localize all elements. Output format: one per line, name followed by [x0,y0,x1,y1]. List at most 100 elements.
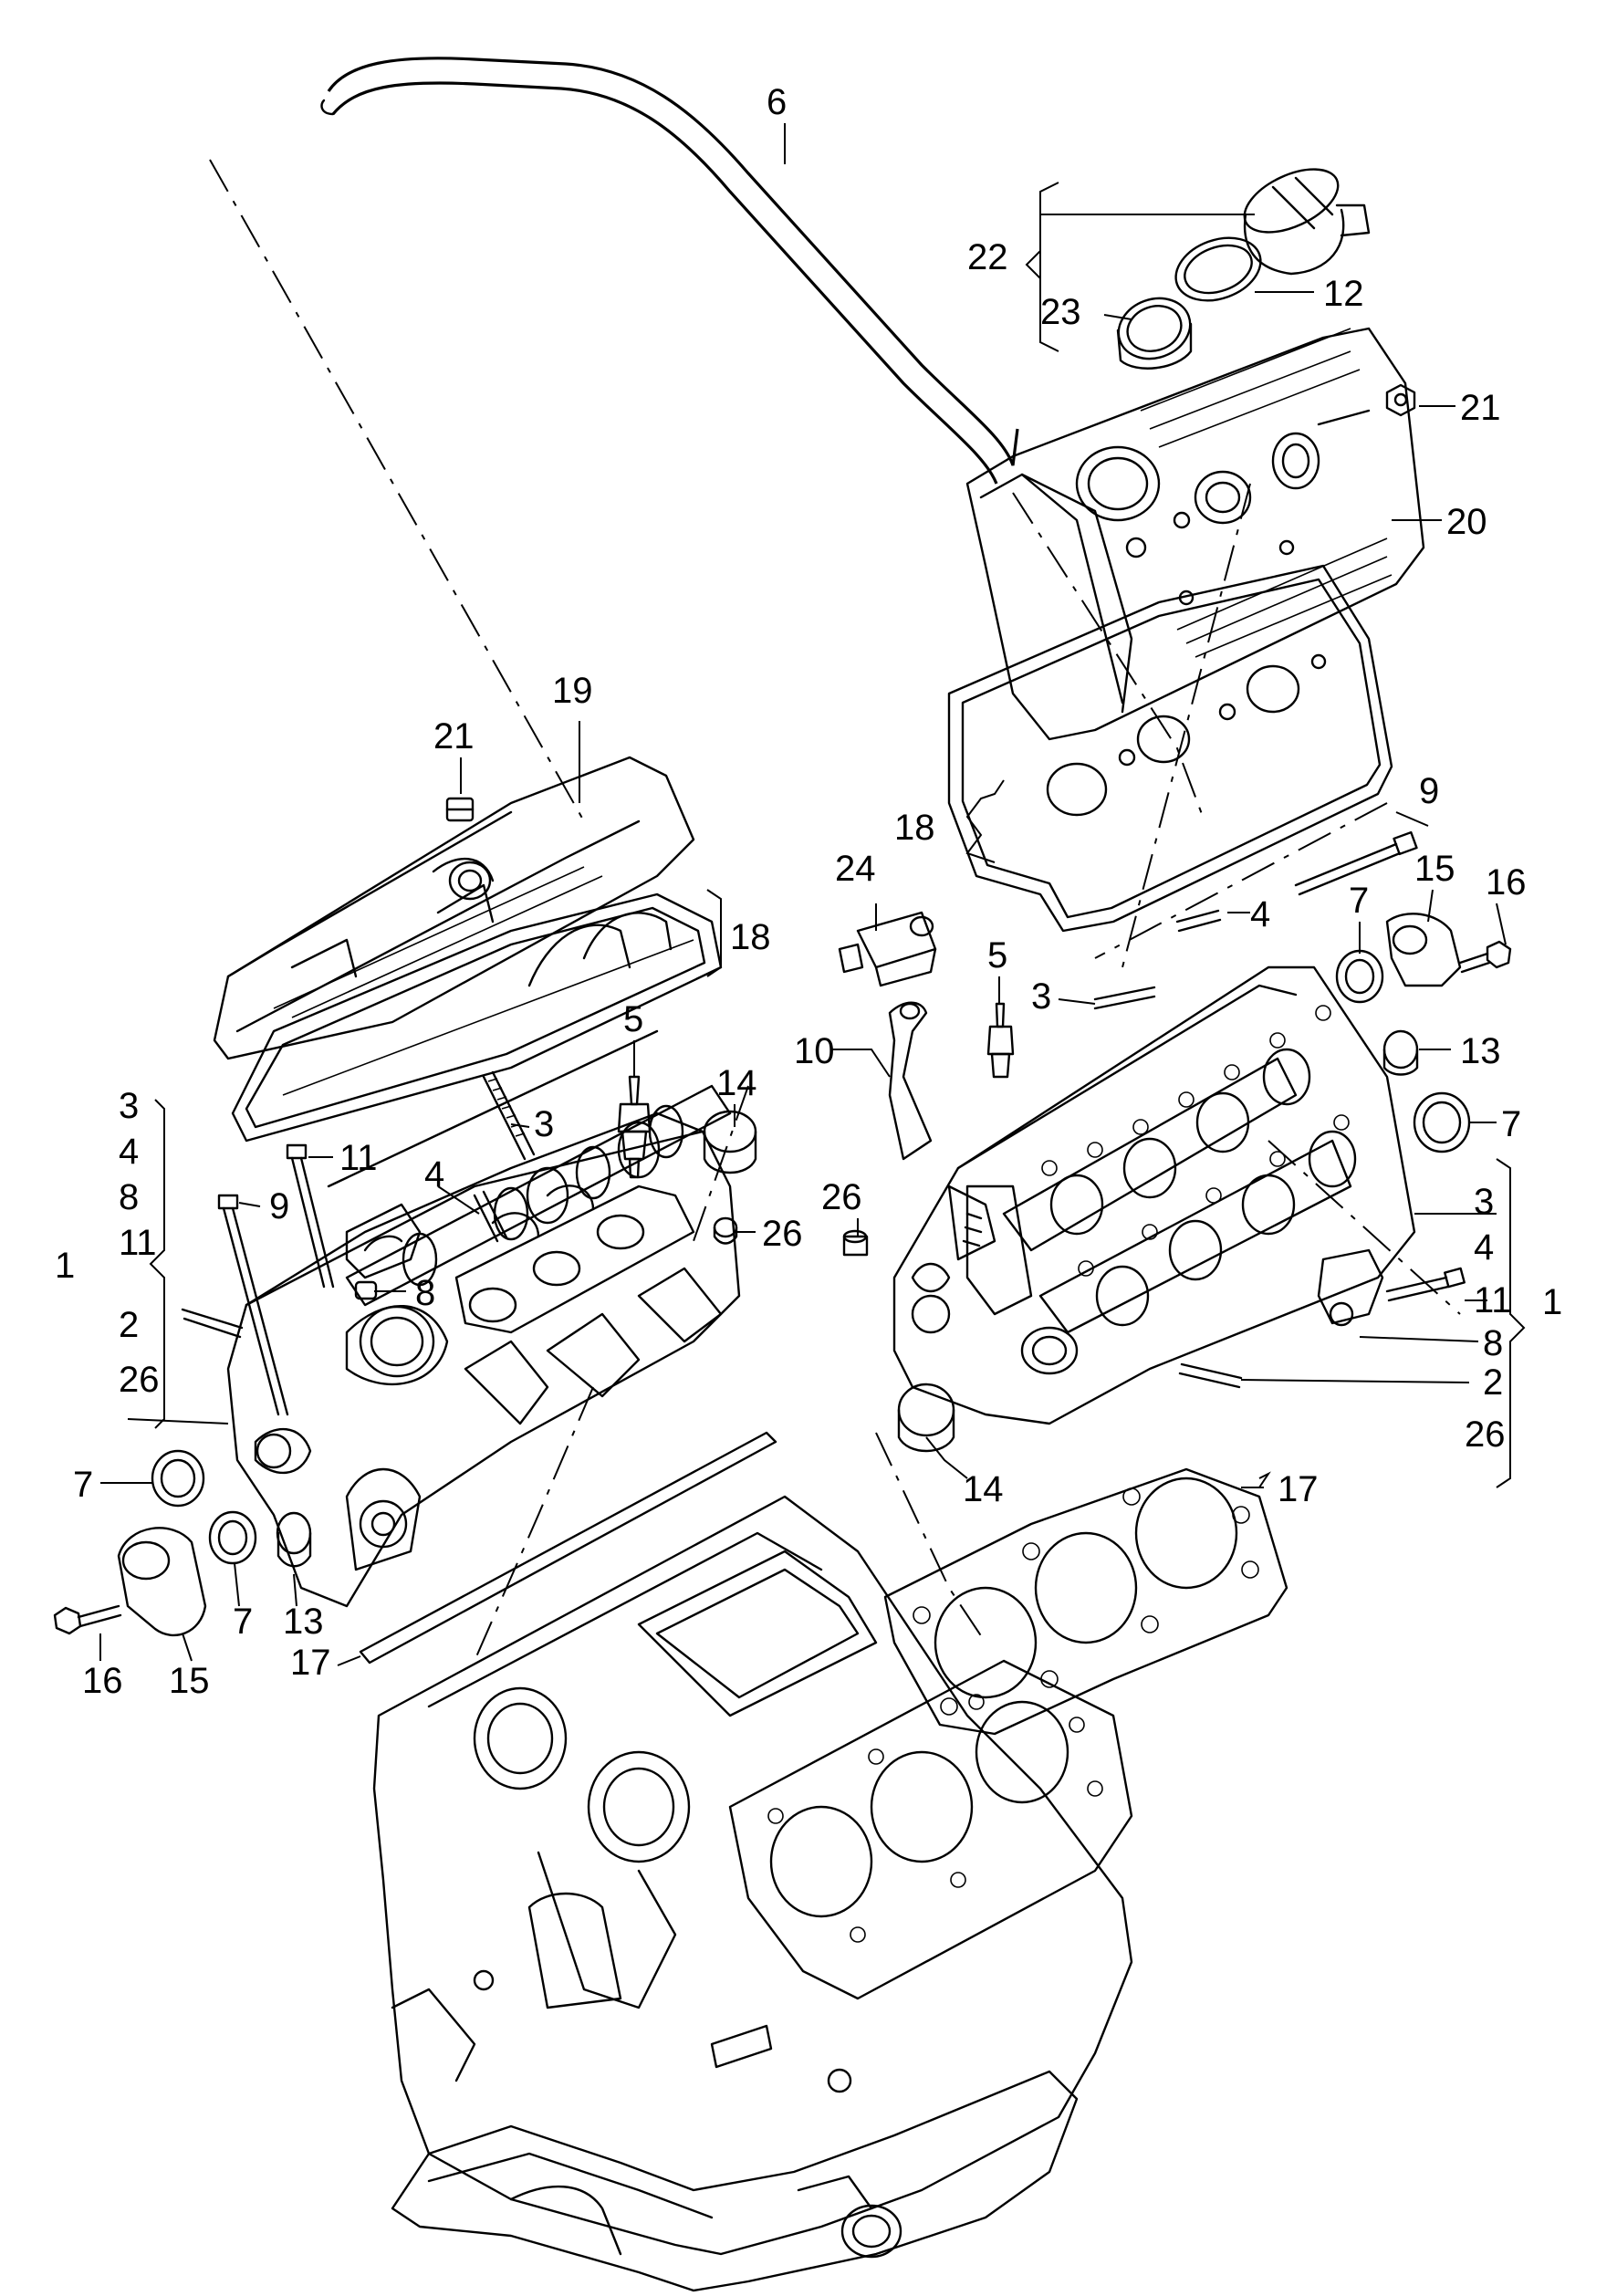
callout-11-right: 11 [1474,1280,1512,1320]
assembly-centre-lines [209,159,1461,1662]
callout-group-left-26: 26 [119,1360,160,1400]
callout-7-right-top: 7 [1349,881,1369,921]
callout-16-left: 16 [82,1661,123,1701]
oil-pan [391,2070,1079,2292]
bolt-16-left [53,1604,122,1635]
bush-26-right [842,1229,869,1257]
stud-3-right [1093,986,1156,1010]
callout-15-left: 15 [169,1661,210,1701]
callout-19: 19 [552,671,593,711]
head-gasket-17-right [883,1467,1288,1736]
callout-group-left-4: 4 [119,1132,139,1172]
callout-2-left: 2 [119,1305,139,1345]
callout-24: 24 [835,849,876,889]
left-cylinder-head-cover [213,756,695,1060]
bolt-11-right [1385,1267,1466,1302]
callout-group-left-11: 11 [119,1223,157,1263]
callout-17-left: 17 [290,1643,331,1683]
cam-bearing-cap-right [1317,1248,1384,1327]
cam-bearing-cap-left [345,1203,422,1279]
seal-7-left-lower [208,1510,257,1565]
head-gasket-17-left [359,1431,777,1665]
callout-15-right: 15 [1414,849,1455,889]
callout-8-left: 8 [415,1273,435,1313]
callout-9-right: 9 [1419,771,1439,811]
callout-group-right-4: 4 [1474,1227,1494,1268]
callout-14-right: 14 [963,1469,1004,1509]
seal-7-right-low [1413,1091,1471,1153]
bush-26-left [713,1216,738,1245]
callout-group-left-3: 3 [119,1086,139,1126]
callout-21-left: 21 [433,716,475,757]
callout-14-left: 14 [716,1063,757,1103]
filler-seal-ring-12 [1174,236,1262,302]
callout-20: 20 [1446,502,1487,542]
spark-plug-left [617,1075,652,1179]
seal-7-right-top [1335,949,1384,1004]
plug-13-left [276,1511,312,1568]
callout-labels: 6 22 12 23 21 20 19 21 18 9 24 15 16 7 4… [55,82,1562,1701]
callout-21-right: 21 [1460,388,1501,428]
stud-2-right [1178,1362,1243,1389]
leader-lines [99,123,1526,1666]
callout-8-right: 8 [1483,1323,1503,1363]
callout-7-left: 7 [73,1465,93,1505]
bolt-9-left [217,1194,289,1416]
callout-16-right: 16 [1486,862,1527,903]
oil-filler-cap [1243,168,1371,276]
callout-3-right: 3 [1031,976,1051,1017]
bolt-16-right [1458,940,1512,974]
callout-17-right: 17 [1278,1469,1319,1509]
cover-nut-21-left [445,797,475,822]
callout-group-left-1: 1 [55,1246,75,1286]
right-head-valve-springs [1041,1005,1350,1277]
callout-group-left-8: 8 [119,1177,139,1217]
callout-group-right-1: 1 [1542,1282,1562,1322]
callout-6: 6 [767,82,787,122]
callout-11-left: 11 [339,1138,378,1178]
callout-18-right: 18 [894,808,935,848]
callout-4-left: 4 [424,1154,444,1195]
callout-9-left: 9 [269,1186,289,1226]
cover-nut-21-right [1385,383,1416,417]
callout-23: 23 [1040,292,1081,332]
callout-18-left: 18 [730,917,771,957]
engine-block [372,1495,1133,2256]
callout-7-right-low: 7 [1501,1104,1521,1144]
stud-3-left [482,1070,536,1161]
bolt-9-right [1294,830,1418,896]
callout-13-right: 13 [1460,1031,1501,1071]
callout-5-right: 5 [987,935,1007,976]
stud-2-left [181,1308,244,1339]
left-cover-gasket [231,892,723,1143]
seal-14-right [897,1383,955,1453]
callout-13-left: 13 [283,1602,324,1642]
callout-4-right: 4 [1250,894,1270,934]
left-cylinder-head [226,1029,741,1608]
callout-group-right-3: 3 [1474,1182,1494,1222]
callout-3-left: 3 [534,1104,554,1144]
seal-14-left [703,1110,757,1174]
stud-4-right [1175,909,1222,933]
callout-12: 12 [1323,274,1364,314]
callout-2-right: 2 [1483,1362,1503,1403]
callout-7-left-low: 7 [233,1602,253,1642]
bolt-11-left [286,1143,335,1289]
callout-group-right-26: 26 [1465,1414,1506,1455]
cover-15-left [117,1527,207,1637]
bracket-10 [888,1001,933,1161]
seal-7-left [151,1449,205,1508]
cover-15-right [1385,913,1462,987]
callout-26-right: 26 [821,1177,862,1217]
callout-5-left: 5 [623,999,643,1039]
solenoid-24 [838,911,937,987]
callout-26-left: 26 [762,1214,803,1254]
stud-4-left [473,1190,508,1243]
breather-hose [320,57,1019,485]
right-cylinder-head [892,965,1416,1425]
callout-10: 10 [794,1031,835,1071]
right-cover-gasket [947,564,1393,933]
spark-plug-right [986,1002,1015,1079]
filler-seal-ring-23 [1116,297,1193,370]
